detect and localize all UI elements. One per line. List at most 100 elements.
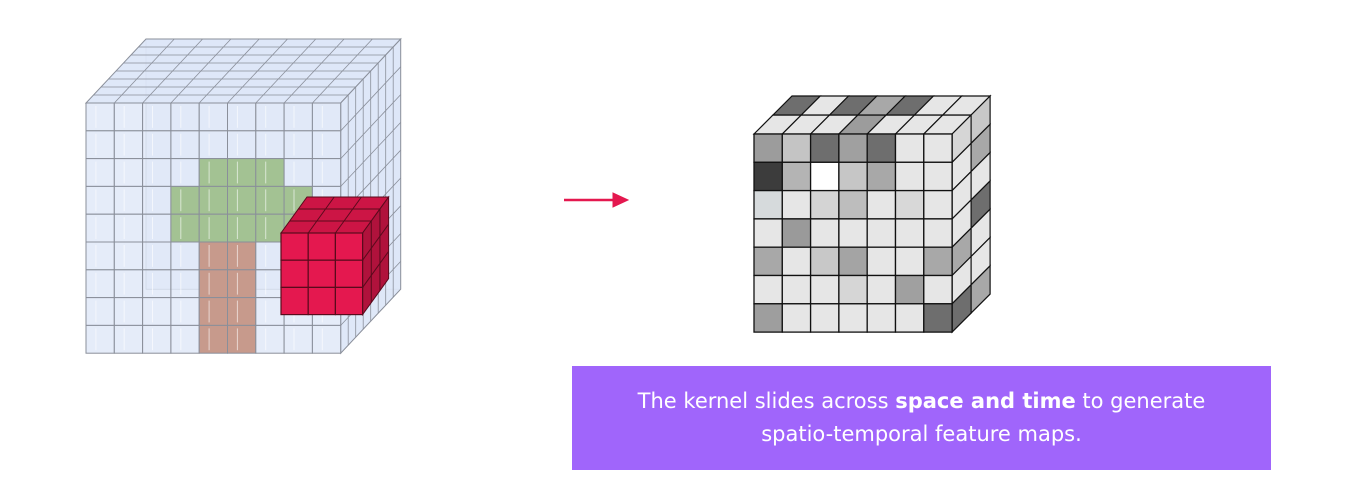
volume-cell [113,158,144,187]
caption-box: The kernel slides across space and time … [572,366,1271,470]
volume-cell [113,241,144,271]
feature-cell [809,303,840,333]
volume-cell [142,213,172,243]
feature-cell [838,246,868,277]
kernel-cell [334,232,364,261]
volume-cell [142,158,172,187]
feature-cell [866,303,897,333]
volume-cell [170,102,200,132]
volume-cell [255,269,285,299]
volume-cell [227,158,257,187]
volume-cell [170,158,200,187]
caption-line-1: The kernel slides across space and time … [638,385,1206,418]
volume-cell [227,241,257,271]
volume-cell [170,185,200,215]
volume-cell [142,297,172,326]
volume-cell [227,324,257,354]
volume-cell [255,185,285,215]
volume-cell [311,102,342,132]
caption-bold-text: space and time [895,389,1076,413]
volume-cell [170,241,200,271]
volume-cell [85,185,115,215]
volume-cell [142,102,172,132]
volume-cell [85,324,115,354]
volume-cell [255,158,285,187]
kernel-grid [362,223,390,261]
feature-cell [894,218,925,248]
volume-cell [255,324,285,354]
feature-cell [923,246,953,277]
volume-cell [227,185,257,215]
volume-cell [198,130,228,160]
feature-cell [838,218,868,248]
volume-cell [198,102,228,132]
volume-cell [311,158,342,187]
arrow-head [612,192,630,208]
volume-cell [113,102,144,132]
volume-cell [198,213,228,243]
feature-cell [866,274,897,305]
feature-cell [894,274,925,305]
feature-cell [809,246,840,277]
volume-cell [255,213,285,243]
kernel-cell [280,286,309,316]
volume-cell [113,130,144,160]
feature-cell [866,133,897,163]
feature-cell [753,274,783,305]
feature-cell [866,218,897,248]
feature-cell [753,161,783,192]
feature-cell [838,303,868,333]
feature-cell [838,161,868,192]
feature-cell [894,133,925,163]
volume-cell [255,297,285,326]
volume-cell [255,130,285,160]
feature-cell [781,133,812,163]
volume-cell [113,213,144,243]
volume-cell [170,324,200,354]
feature-cell [866,189,897,220]
volume-cell [311,324,342,354]
feature-cell [809,133,840,163]
feature-cell [753,303,783,333]
volume-cell [85,158,115,187]
volume-cell [170,269,200,299]
volume-cell [85,213,115,243]
volume-cell [85,297,115,326]
feature-side-cell [970,264,991,315]
feature-cell [838,189,868,220]
volume-cell [283,130,313,160]
kernel-cell [334,286,364,316]
volume-cell [227,102,257,132]
volume-cell [113,269,144,299]
volume-cell [283,102,313,132]
feature-cell [809,189,840,220]
kernel-cell [307,232,337,261]
volume-cell [283,158,313,187]
volume-cell [170,213,200,243]
caption-line-2: spatio-temporal feature maps. [761,422,1082,446]
feature-cell [923,133,953,163]
feature-cell [809,274,840,305]
feature-cell [894,303,925,333]
feature-map-volume [752,94,992,334]
volume-cell [227,297,257,326]
volume-cell [142,185,172,215]
volume-cell [198,185,228,215]
volume-cell [227,269,257,299]
feature-cell [781,189,812,220]
feature-cell [866,246,897,277]
feature-cell [781,303,812,333]
volume-cell [142,241,172,271]
volume-cell [198,241,228,271]
volume-cell [85,102,115,132]
feature-cell [838,274,868,305]
feature-cell [866,161,897,192]
feature-cell [894,246,925,277]
feature-cell [781,274,812,305]
feature-cell [923,218,953,248]
volume-cell [198,158,228,187]
kernel-cell [307,286,337,316]
volume-cell [142,324,172,354]
kernel-grid [362,251,390,288]
